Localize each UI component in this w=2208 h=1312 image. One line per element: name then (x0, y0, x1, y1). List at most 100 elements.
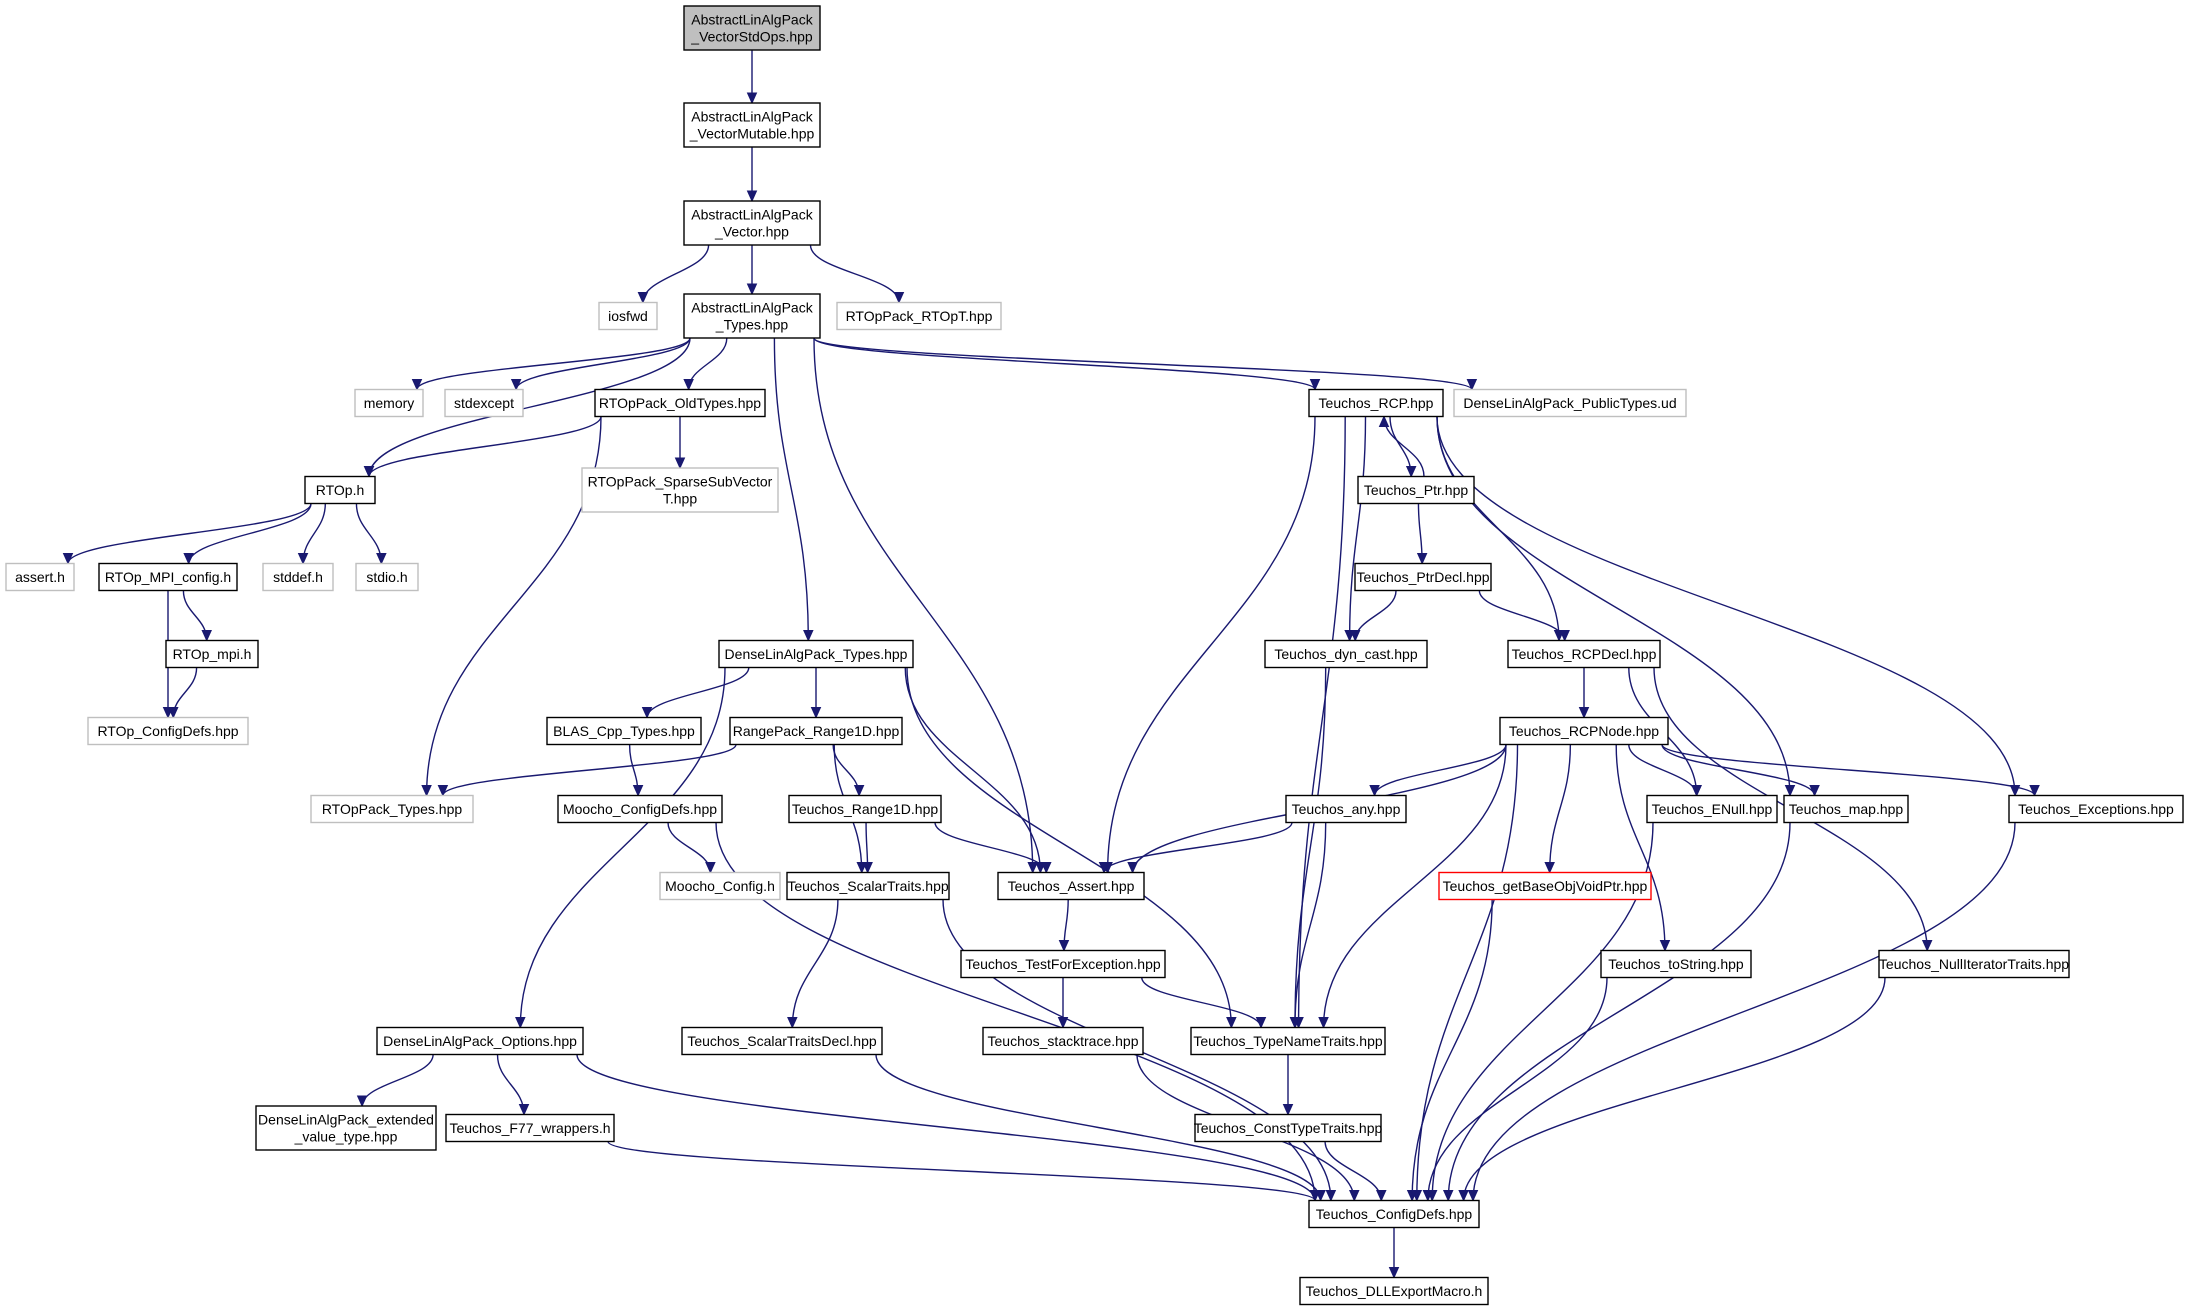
node-box (1878, 949, 2070, 979)
file-node-teuchos-rcpdecl-hpp[interactable]: Teuchos_RCPDecl.hpp (1507, 639, 1661, 669)
file-node-teuchos-map-hpp[interactable]: Teuchos_map.hpp (1783, 794, 1909, 824)
dependency-edge (1442, 822, 1791, 1202)
arrow-head (62, 553, 74, 565)
file-node-teuchos-stacktrace-hpp[interactable]: Teuchos_stacktrace.hpp (982, 1026, 1144, 1056)
file-node-teuchos-typenametraits-hpp[interactable]: Teuchos_TypeNameTraits.hpp (1190, 1026, 1386, 1056)
file-node-rangepack-range1d-hpp[interactable]: RangePack_Range1D.hpp (729, 716, 903, 746)
node-box (729, 716, 903, 746)
file-node-teuchos-nulliteratortraits-hpp[interactable]: Teuchos_NullIteratorTraits.hpp (1878, 949, 2070, 979)
node-box (5, 562, 75, 592)
node-label: T.hpp (663, 491, 697, 507)
file-node-teuchos-rcp-hpp[interactable]: Teuchos_RCP.hpp (1308, 388, 1444, 418)
arrow-head (893, 292, 905, 304)
dependency-edge (1369, 744, 1507, 797)
edge-line (515, 337, 691, 390)
file-node-teuchos-rcpnode-hpp[interactable]: Teuchos_RCPNode.hpp (1499, 716, 1669, 746)
edge-line (1478, 590, 1566, 641)
file-node-teuchos-dyn-cast-hpp[interactable]: Teuchos_dyn_cast.hpp (1264, 639, 1428, 669)
node-label: Teuchos_Exceptions.hpp (2018, 801, 2174, 817)
edge-layer (62, 50, 2040, 1279)
file-node-teuchos-dllexportmacro-h[interactable]: Teuchos_DLLExportMacro.h (1299, 1276, 1489, 1306)
file-node-teuchos-scalartraits-hpp[interactable]: Teuchos_ScalarTraits.hpp (786, 871, 950, 901)
dependency-edge (297, 503, 326, 565)
dependency-edge (1544, 744, 1572, 874)
node-box (683, 102, 821, 148)
edge-line (687, 337, 728, 390)
arrow-head (1578, 707, 1590, 719)
edge-line (1447, 822, 1791, 1201)
arrow-head (356, 1095, 368, 1108)
file-node-moocho-configdefs-hpp[interactable]: Moocho_ConfigDefs.hpp (557, 794, 723, 824)
arrow-head (862, 862, 873, 874)
file-node-teuchos-scalartraitsdecl-hpp[interactable]: Teuchos_ScalarTraitsDecl.hpp (681, 1026, 883, 1056)
file-node-blas-cpp-types-hpp[interactable]: BLAS_Cpp_Types.hpp (546, 716, 702, 746)
file-node-teuchos-range1d-hpp[interactable]: Teuchos_Range1D.hpp (788, 794, 942, 824)
node-label: RTOpPack_RTOpT.hpp (846, 308, 993, 324)
file-node-teuchos-ptr-hpp[interactable]: Teuchos_Ptr.hpp (1357, 475, 1475, 505)
file-node-teuchos-assert-hpp[interactable]: Teuchos_Assert.hpp (997, 871, 1145, 901)
node-box (1264, 639, 1428, 669)
file-node-teuchos-exceptions-hpp[interactable]: Teuchos_Exceptions.hpp (2008, 794, 2184, 824)
dependency-edge (809, 244, 905, 304)
file-node-teuchos-testforexception-hpp[interactable]: Teuchos_TestForException.hpp (960, 949, 1166, 979)
dependency-edge (746, 50, 758, 105)
file-node-memory: memory (354, 388, 424, 418)
arrow-head (1041, 862, 1052, 874)
edge-line (791, 899, 839, 1028)
arrow-head (1378, 415, 1390, 427)
file-node-teuchos-tostring-hpp[interactable]: Teuchos_toString.hpp (1600, 949, 1752, 979)
arrow-head (803, 630, 814, 642)
node-label: Teuchos_F77_wrappers.h (449, 1120, 610, 1136)
dependency-edge (1578, 667, 1590, 719)
edge-line (809, 244, 900, 303)
node-box (262, 562, 334, 592)
file-node-rtoppack-oldtypes-hpp[interactable]: RTOpPack_OldTypes.hpp (594, 388, 766, 418)
node-label: AbstractLinAlgPack (691, 300, 813, 316)
file-node-teuchos-consttypetraits-hpp[interactable]: Teuchos_ConstTypeTraits.hpp (1194, 1113, 1383, 1143)
arrow-head (1309, 379, 1321, 391)
dependency-edge (62, 503, 312, 565)
file-node-moocho-config-h: Moocho_Config.h (659, 871, 781, 901)
file-node-teuchos-any-hpp[interactable]: Teuchos_any.hpp (1285, 794, 1407, 824)
file-node-teuchos-ptrdecl-hpp[interactable]: Teuchos_PtrDecl.hpp (1354, 562, 1492, 592)
file-node-denselinalgpack-extended-value-type-hpp[interactable]: DenseLinAlgPack_extended_value_type.hpp (255, 1105, 437, 1151)
file-node-teuchos-getbaseobjvoidptr-hpp[interactable]: Teuchos_getBaseObjVoidPtr.hpp (1438, 871, 1652, 901)
arrow-head (363, 466, 375, 478)
arrow-head (2029, 785, 2040, 797)
node-box (1438, 871, 1652, 901)
dependency-edge (1661, 744, 1820, 797)
arrow-head (683, 379, 694, 391)
file-node-abstractlinalgpack-vectormutable-hpp[interactable]: AbstractLinAlgPack_VectorMutable.hpp (683, 102, 821, 148)
file-node-teuchos-f77-wrappers-h[interactable]: Teuchos_F77_wrappers.h (445, 1113, 615, 1143)
node-box (786, 871, 950, 901)
node-label: Teuchos_any.hpp (1292, 801, 1401, 817)
dependency-edge (641, 667, 750, 719)
dependency-edge (1661, 743, 2040, 797)
arrow-head (705, 862, 716, 874)
dependency-edge (363, 416, 602, 478)
file-node-denselinalgpack-options-hpp[interactable]: DenseLinAlgPack_Options.hpp (376, 1026, 584, 1056)
file-node-rtop-mpi-config-h[interactable]: RTOp_MPI_config.h (98, 562, 238, 592)
dependency-edge (356, 1054, 434, 1108)
file-node-teuchos-enull-hpp[interactable]: Teuchos_ENull.hpp (1646, 794, 1778, 824)
edge-line (1462, 977, 1886, 1201)
file-node-rtop-mpi-h[interactable]: RTOp_mpi.h (165, 639, 259, 669)
dependency-edge (1416, 503, 1428, 565)
file-node-abstractlinalgpack-vectorstdops-hpp[interactable]: AbstractLinAlgPack_VectorStdOps.hpp (683, 5, 821, 51)
file-node-rtop-h[interactable]: RTOp.h (304, 475, 376, 505)
dependency-edge (746, 245, 758, 296)
edge-line (1373, 744, 1507, 796)
node-box (1299, 1276, 1489, 1306)
edge-line (667, 822, 712, 873)
node-box (659, 871, 781, 901)
arrow-head (1422, 1190, 1434, 1202)
file-node-denselinalgpack-types-hpp[interactable]: DenseLinAlgPack_Types.hpp (718, 639, 914, 669)
dependency-edge (810, 667, 822, 719)
file-node-abstractlinalgpack-vector-hpp[interactable]: AbstractLinAlgPack_Vector.hpp (683, 200, 821, 246)
edge-line (1141, 977, 1262, 1028)
arrow-head (1058, 940, 1070, 952)
arrow-head (1318, 1017, 1329, 1029)
file-node-teuchos-configdefs-hpp[interactable]: Teuchos_ConfigDefs.hpp (1308, 1199, 1480, 1229)
file-node-abstractlinalgpack-types-hpp[interactable]: AbstractLinAlgPack_Types.hpp (683, 293, 821, 339)
arrow-head (1467, 1190, 1479, 1202)
